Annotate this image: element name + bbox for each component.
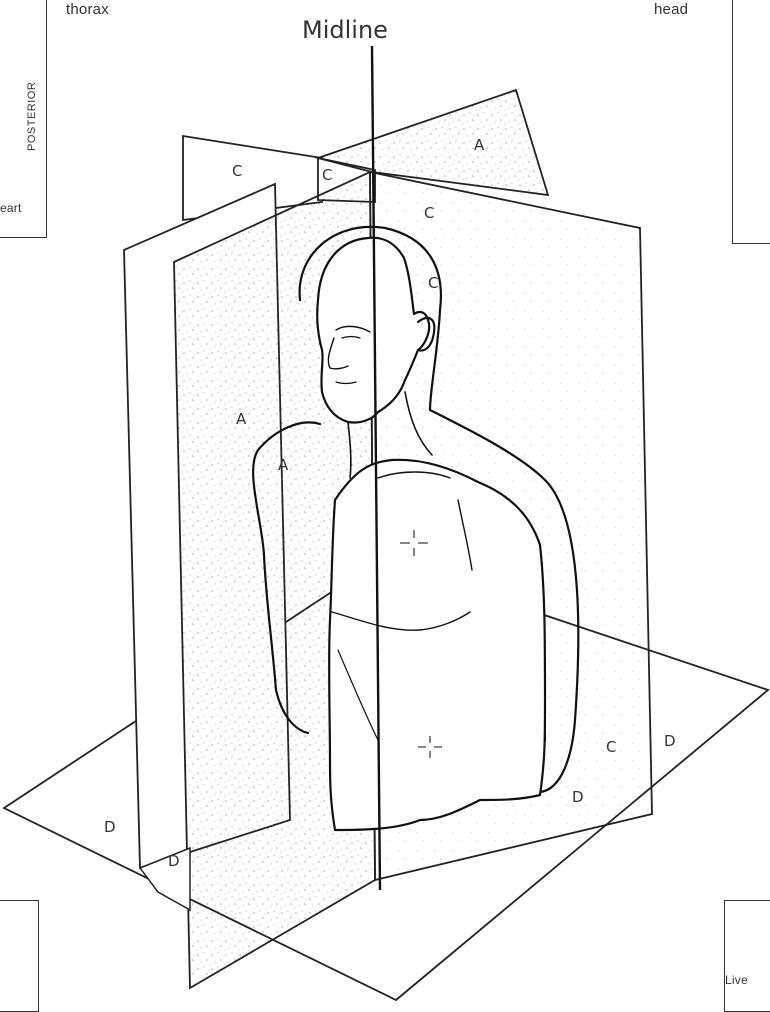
letter-D-4: D [168,852,180,870]
letter-C-3: C [424,204,434,222]
letter-C-2: C [322,166,332,184]
letter-C-4: C [428,274,438,292]
letter-C-5: C [606,738,616,756]
label-midline: Midline [302,16,388,44]
letter-D-2: D [572,788,584,806]
letter-C-1: C [232,162,242,180]
letter-D-3: D [104,818,116,836]
figure-torso [329,460,545,830]
letter-D-1: D [664,732,676,750]
letter-A-3: A [278,456,289,474]
letter-A-2: A [236,410,247,428]
letter-A-top: A [474,136,485,154]
